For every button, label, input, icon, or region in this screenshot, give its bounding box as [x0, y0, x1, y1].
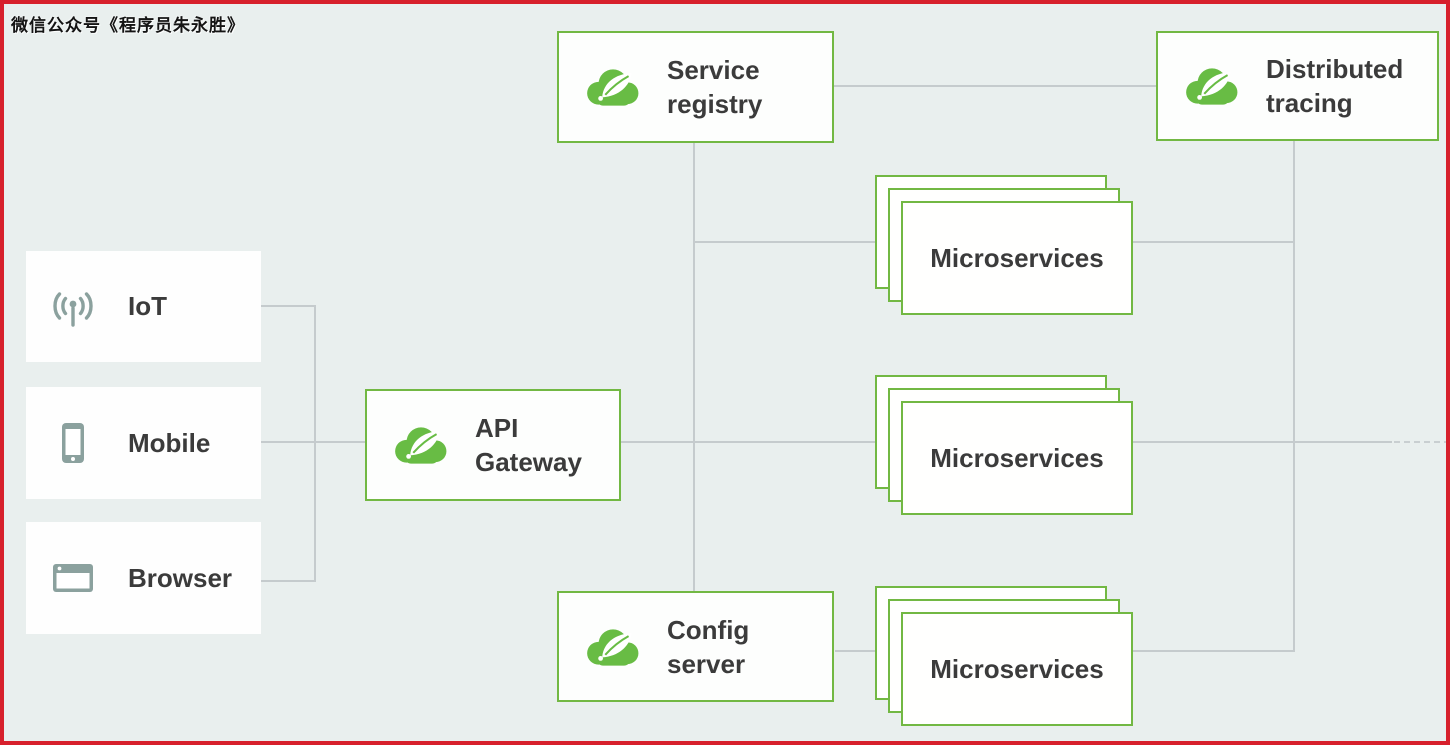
connector-iot: [261, 305, 316, 307]
connector-gateway-dashed-continuation: [1394, 441, 1446, 443]
client-box-iot: IoT: [26, 251, 261, 362]
connector-mobile-gateway: [261, 441, 365, 443]
microservices-label: Microservices: [930, 442, 1104, 473]
config-server-label: Config server: [667, 614, 750, 679]
config-server-box: Config server: [557, 591, 834, 702]
client-label-iot: IoT: [128, 291, 167, 321]
connector-browser: [261, 580, 316, 582]
spring-cloud-icon: [587, 628, 639, 666]
microservices-label: Microservices: [930, 653, 1104, 684]
connector-tracing-vertical: [1293, 141, 1295, 652]
api-gateway-label: API Gateway: [475, 413, 582, 477]
service-registry-box: Service registry: [557, 31, 834, 143]
spring-cloud-icon: [587, 69, 639, 106]
microservices-stack-2: Microservices: [875, 375, 1133, 515]
spring-cloud-icon: [395, 427, 447, 464]
iot-antenna-icon: [53, 291, 93, 327]
client-box-browser: Browser: [26, 522, 261, 634]
service-registry-label: Service registry: [667, 55, 763, 119]
client-label-mobile: Mobile: [128, 427, 211, 458]
microservices-label: Microservices: [930, 242, 1104, 273]
client-box-mobile: Mobile: [26, 387, 261, 499]
browser-window-icon: [53, 564, 93, 592]
microservices-stack-3: Microservices: [875, 586, 1133, 726]
api-gateway-box: API Gateway: [365, 389, 621, 501]
distributed-tracing-label: Distributed tracing: [1266, 54, 1404, 118]
microservices-stack-1: Microservices: [875, 175, 1133, 315]
connector-registry-tracing: [834, 85, 1156, 87]
client-label-browser: Browser: [128, 562, 233, 593]
mobile-phone-icon: [62, 423, 84, 463]
connector-clients-vertical: [314, 305, 316, 582]
stack-card-front: Microservices: [901, 612, 1133, 726]
stack-card-front: Microservices: [901, 201, 1133, 315]
stack-card-front: Microservices: [901, 401, 1133, 515]
connector-registry-configserver: [693, 143, 695, 592]
watermark-text: 微信公众号《程序员朱永胜》: [11, 16, 245, 35]
spring-cloud-icon: [1186, 68, 1238, 105]
distributed-tracing-box: Distributed tracing: [1156, 31, 1439, 141]
